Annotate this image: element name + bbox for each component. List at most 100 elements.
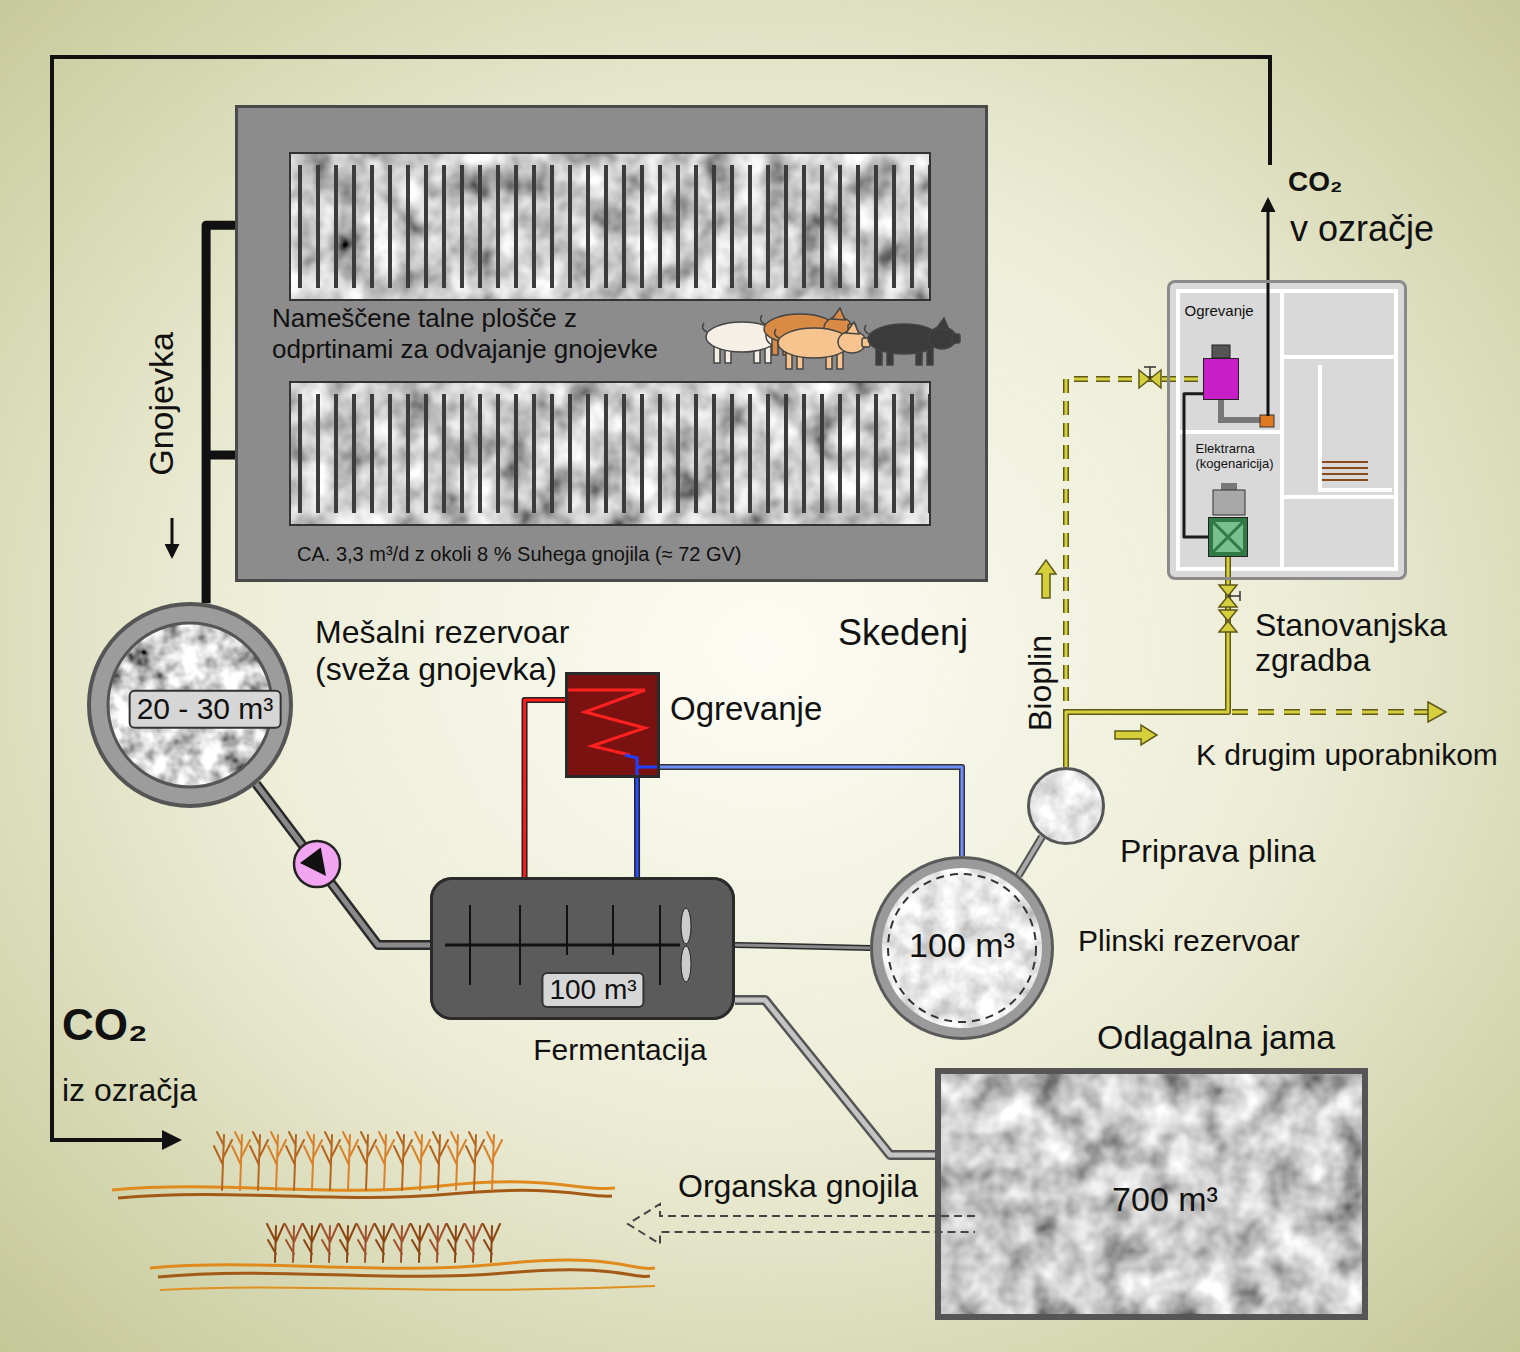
flow-label: Organska gnojila	[678, 1168, 918, 1205]
field	[447, 1224, 464, 1262]
flow-arrow	[171, 518, 174, 556]
gas-pipe	[735, 945, 870, 948]
mixing-tank: Mešalni rezervoar (sveža gnojevka)20 - 3…	[87, 602, 293, 808]
field	[411, 1224, 428, 1262]
tank-outline	[872, 858, 1053, 1039]
field	[303, 1224, 320, 1262]
field	[483, 1224, 500, 1262]
fermenter-body	[430, 877, 735, 1020]
flow-arrow	[172, 518, 173, 556]
barn-floor	[290, 153, 930, 300]
biogas-pipe	[1066, 557, 1228, 767]
gas-pipe	[1019, 837, 1042, 876]
field	[112, 1132, 655, 1290]
valve-symbol	[1219, 621, 1237, 632]
house-plan	[1178, 291, 1396, 569]
return-pipe	[636, 778, 639, 877]
chimney-arrow	[1268, 200, 1269, 416]
house-heater: Ogrevanje	[1203, 358, 1239, 400]
field	[286, 1132, 304, 1190]
plant-heading: Elektrarna (kogenaricija)	[1196, 441, 1291, 472]
note-label: K drugim uporabnikom	[1196, 738, 1498, 773]
barn-floor	[290, 382, 930, 525]
house-heater	[1221, 400, 1260, 420]
field	[304, 1132, 322, 1190]
slurry-pipe	[256, 784, 430, 945]
gas-treatment-fill	[1028, 768, 1104, 844]
gas-treatment-heading: Priprava plina	[1120, 833, 1316, 870]
biogas-arrows	[1232, 711, 1428, 714]
heater-heading: Ogrevanje	[1185, 302, 1254, 319]
slurry-pipe	[256, 784, 430, 945]
heater-heading: Ogrevanje	[670, 690, 822, 728]
barn-floor	[290, 165, 930, 288]
fermenter-body	[445, 944, 680, 947]
note-label: iz ozračja	[62, 1072, 197, 1109]
field	[394, 1132, 412, 1190]
heater-body	[565, 690, 645, 755]
valve-symbol	[1219, 596, 1237, 607]
digestate-pipe	[735, 1000, 935, 1155]
barn-floor	[290, 394, 930, 513]
mixing-tank-fill	[89, 604, 291, 806]
field	[376, 1132, 394, 1190]
field	[448, 1132, 466, 1190]
digestate-pipe	[735, 1000, 935, 1155]
field	[412, 1132, 430, 1190]
barn-floor	[290, 382, 930, 525]
biogas-arrows	[1036, 560, 1056, 598]
note-label: v ozračje	[1290, 208, 1434, 249]
pigs	[703, 308, 960, 369]
house-heater	[1260, 415, 1274, 427]
hot-water-pipe	[525, 700, 565, 877]
gas-pipe	[1019, 837, 1042, 876]
house: Stanovanjska zgradbaOgrevanjeElektrarna …	[1167, 280, 1407, 580]
valve-symbol	[1139, 370, 1150, 388]
pit-heading: Odlagalna jama	[1097, 1018, 1335, 1057]
storage-pit-fill	[935, 1068, 1368, 1320]
flow-label: Gnojevka	[143, 332, 180, 476]
field	[321, 1224, 338, 1262]
valve-symbol	[1219, 585, 1240, 607]
barn-floor	[235, 105, 988, 582]
fermenter-heading: Fermentacija	[533, 1033, 706, 1068]
heating-pipe	[660, 767, 962, 856]
biogas-pipe	[1066, 379, 1203, 767]
barn: Nameščene talne plošče z odprtinami za o…	[235, 105, 988, 582]
house-heater	[1203, 345, 1274, 427]
biogas-arrows	[1232, 709, 1428, 715]
field	[268, 1132, 286, 1190]
house-heading: Stanovanjska zgradba	[1255, 608, 1490, 678]
heating-pipe	[660, 767, 962, 856]
chimney-arrow	[1267, 200, 1270, 416]
gas-tank-fill	[882, 868, 1042, 1028]
house-heater	[1212, 345, 1230, 358]
co2-cycle-line	[52, 57, 1270, 1140]
heater: Ogrevanje	[565, 672, 660, 778]
field	[250, 1132, 268, 1190]
valve-symbol	[1219, 610, 1237, 621]
valve-symbol	[1144, 367, 1156, 379]
field	[267, 1224, 284, 1262]
field	[150, 1260, 655, 1268]
tank-outline	[1029, 769, 1104, 844]
field	[285, 1224, 302, 1262]
biogas-pipe	[1066, 379, 1203, 767]
hot-water-pipe	[525, 700, 565, 877]
barn-floor	[235, 105, 988, 582]
pigs	[775, 322, 870, 369]
gas-tank-fill	[871, 857, 1053, 1039]
return-pipe	[634, 778, 640, 877]
gas-label: CO₂	[62, 1000, 148, 1051]
house-plan	[1322, 462, 1368, 480]
field	[358, 1132, 376, 1190]
cogeneration-unit	[1208, 517, 1248, 557]
cogeneration-unit	[1213, 490, 1245, 515]
storage-pit: Odlagalna jama700 m³	[935, 1068, 1368, 1320]
cogeneration-unit	[1213, 522, 1243, 552]
field	[393, 1224, 410, 1262]
fertilizer-arrow	[628, 1204, 975, 1244]
pump-symbol	[294, 841, 340, 887]
valve-symbol	[1150, 370, 1161, 388]
